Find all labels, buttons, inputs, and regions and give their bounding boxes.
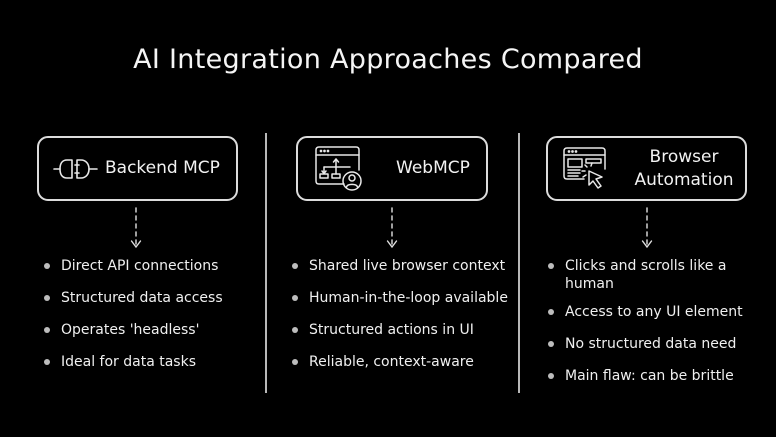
browser-automation-bullets: Clicks and scrolls like a human Access t… [548,257,766,399]
backend-mcp-bullets: Direct API connections Structured data a… [44,257,259,385]
bullet-icon [44,359,50,365]
plug-connector-icon [53,157,99,181]
list-item: Clicks and scrolls like a human [548,257,766,293]
bullet-icon [44,295,50,301]
down-arrow-icon [130,207,142,249]
down-arrow-icon [641,207,653,249]
list-item: Operates 'headless' [44,321,259,339]
browser-automation-card: Browser Automation [546,136,747,201]
list-item: No structured data need [548,335,766,353]
list-item: Reliable, context-aware [292,353,517,371]
browser-workflow-user-icon [314,145,366,192]
list-item: Access to any UI element [548,303,766,321]
bullet-icon [548,341,554,347]
bullet-icon [548,309,554,315]
list-item: Structured data access [44,289,259,307]
webmcp-card: WebMCP [296,136,488,201]
browser-automation-label: Browser Automation [634,147,734,190]
list-item: Direct API connections [44,257,259,275]
list-item: Shared live browser context [292,257,517,275]
bullet-icon [292,327,298,333]
bullet-icon [292,295,298,301]
bullet-icon [44,263,50,269]
bullet-icon [548,373,554,379]
list-item: Main flaw: can be brittle [548,367,766,385]
webmcp-label: WebMCP [396,158,470,179]
bullet-icon [548,263,554,269]
down-arrow-icon [386,207,398,249]
backend-mcp-card: Backend MCP [37,136,238,201]
backend-mcp-label: Backend MCP [105,158,220,179]
bullet-icon [292,263,298,269]
column-divider [518,133,520,393]
browser-cursor-click-icon [562,146,612,191]
list-item: Structured actions in UI [292,321,517,339]
column-divider [265,133,267,393]
page-title: AI Integration Approaches Compared [133,44,643,75]
bullet-icon [44,327,50,333]
list-item: Human-in-the-loop available [292,289,517,307]
list-item: Ideal for data tasks [44,353,259,371]
bullet-icon [292,359,298,365]
webmcp-bullets: Shared live browser context Human-in-the… [292,257,517,385]
